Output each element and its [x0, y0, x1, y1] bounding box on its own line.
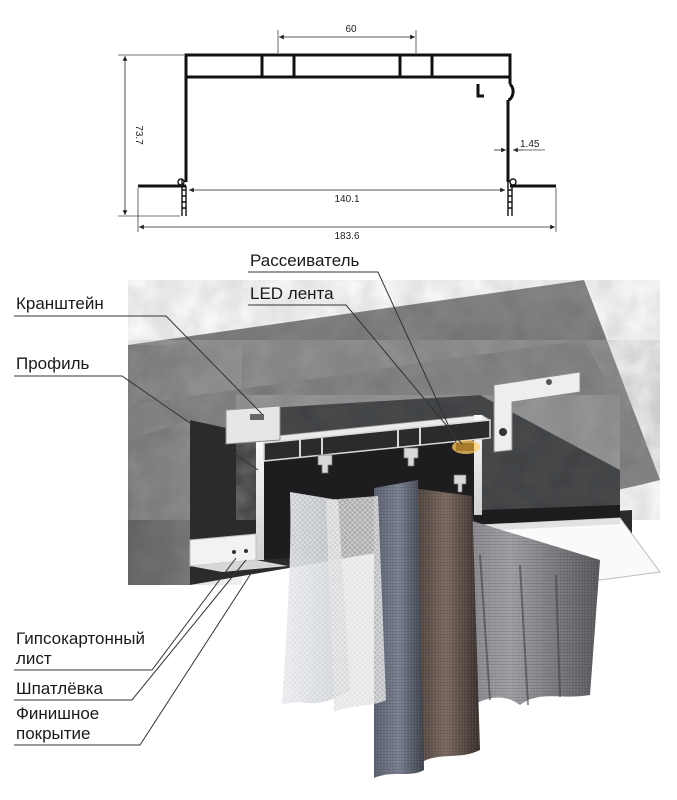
dimension-label-60: 60	[345, 24, 357, 35]
dimension-height-73-7: 73.7	[118, 54, 184, 217]
bracket-right	[493, 371, 581, 453]
bracket-left	[225, 405, 281, 445]
label-drywall-line2: лист	[16, 649, 52, 668]
technical-drawing: 60	[118, 24, 557, 242]
drywall-right	[479, 517, 661, 581]
profile-feet-detail	[177, 178, 517, 216]
label-diffuser: Рассеиватель	[250, 251, 360, 270]
dimension-inner-140-1: 140.1	[189, 187, 505, 205]
label-bracket: Кранштейн	[16, 294, 104, 313]
leader-finish	[14, 571, 253, 746]
dimension-label-183-6: 183.6	[334, 231, 359, 242]
dimension-wall-1-45: 1.45	[494, 139, 545, 153]
label-led-strip: LED лента	[250, 284, 334, 303]
curtain-brown	[412, 488, 480, 762]
drywall-left	[189, 533, 288, 572]
label-profile: Профиль	[16, 354, 90, 373]
dimension-total-183-6: 183.6	[137, 188, 557, 242]
led-strip	[452, 440, 480, 454]
leader-bracket	[14, 315, 263, 415]
leader-profile	[14, 375, 259, 471]
profile-outline	[138, 53, 556, 188]
dimension-label-140-1: 140.1	[334, 194, 359, 205]
curtain-blue-grey	[374, 480, 424, 778]
label-putty: Шпатлёвка	[16, 679, 103, 698]
leader-putty	[14, 559, 247, 701]
installation-illustration	[128, 280, 661, 778]
label-finish-line2: покрытие	[16, 724, 91, 743]
curtain-runners	[317, 447, 467, 493]
label-finish-line1: Финишное	[16, 704, 99, 723]
callouts	[14, 271, 463, 746]
dimension-label-1-45: 1.45	[520, 139, 540, 150]
dimension-top-60: 60	[277, 24, 417, 53]
dimension-label-73-7: 73.7	[133, 125, 144, 145]
leader-drywall	[14, 557, 237, 671]
label-drywall-line1: Гипсокартонный	[16, 629, 145, 648]
callout-text: Рассеиватель LED лента Кранштейн Профиль…	[16, 251, 360, 743]
leader-led	[248, 304, 463, 445]
curtain-sheer-lace	[326, 496, 386, 712]
leader-diffuser	[248, 271, 457, 443]
